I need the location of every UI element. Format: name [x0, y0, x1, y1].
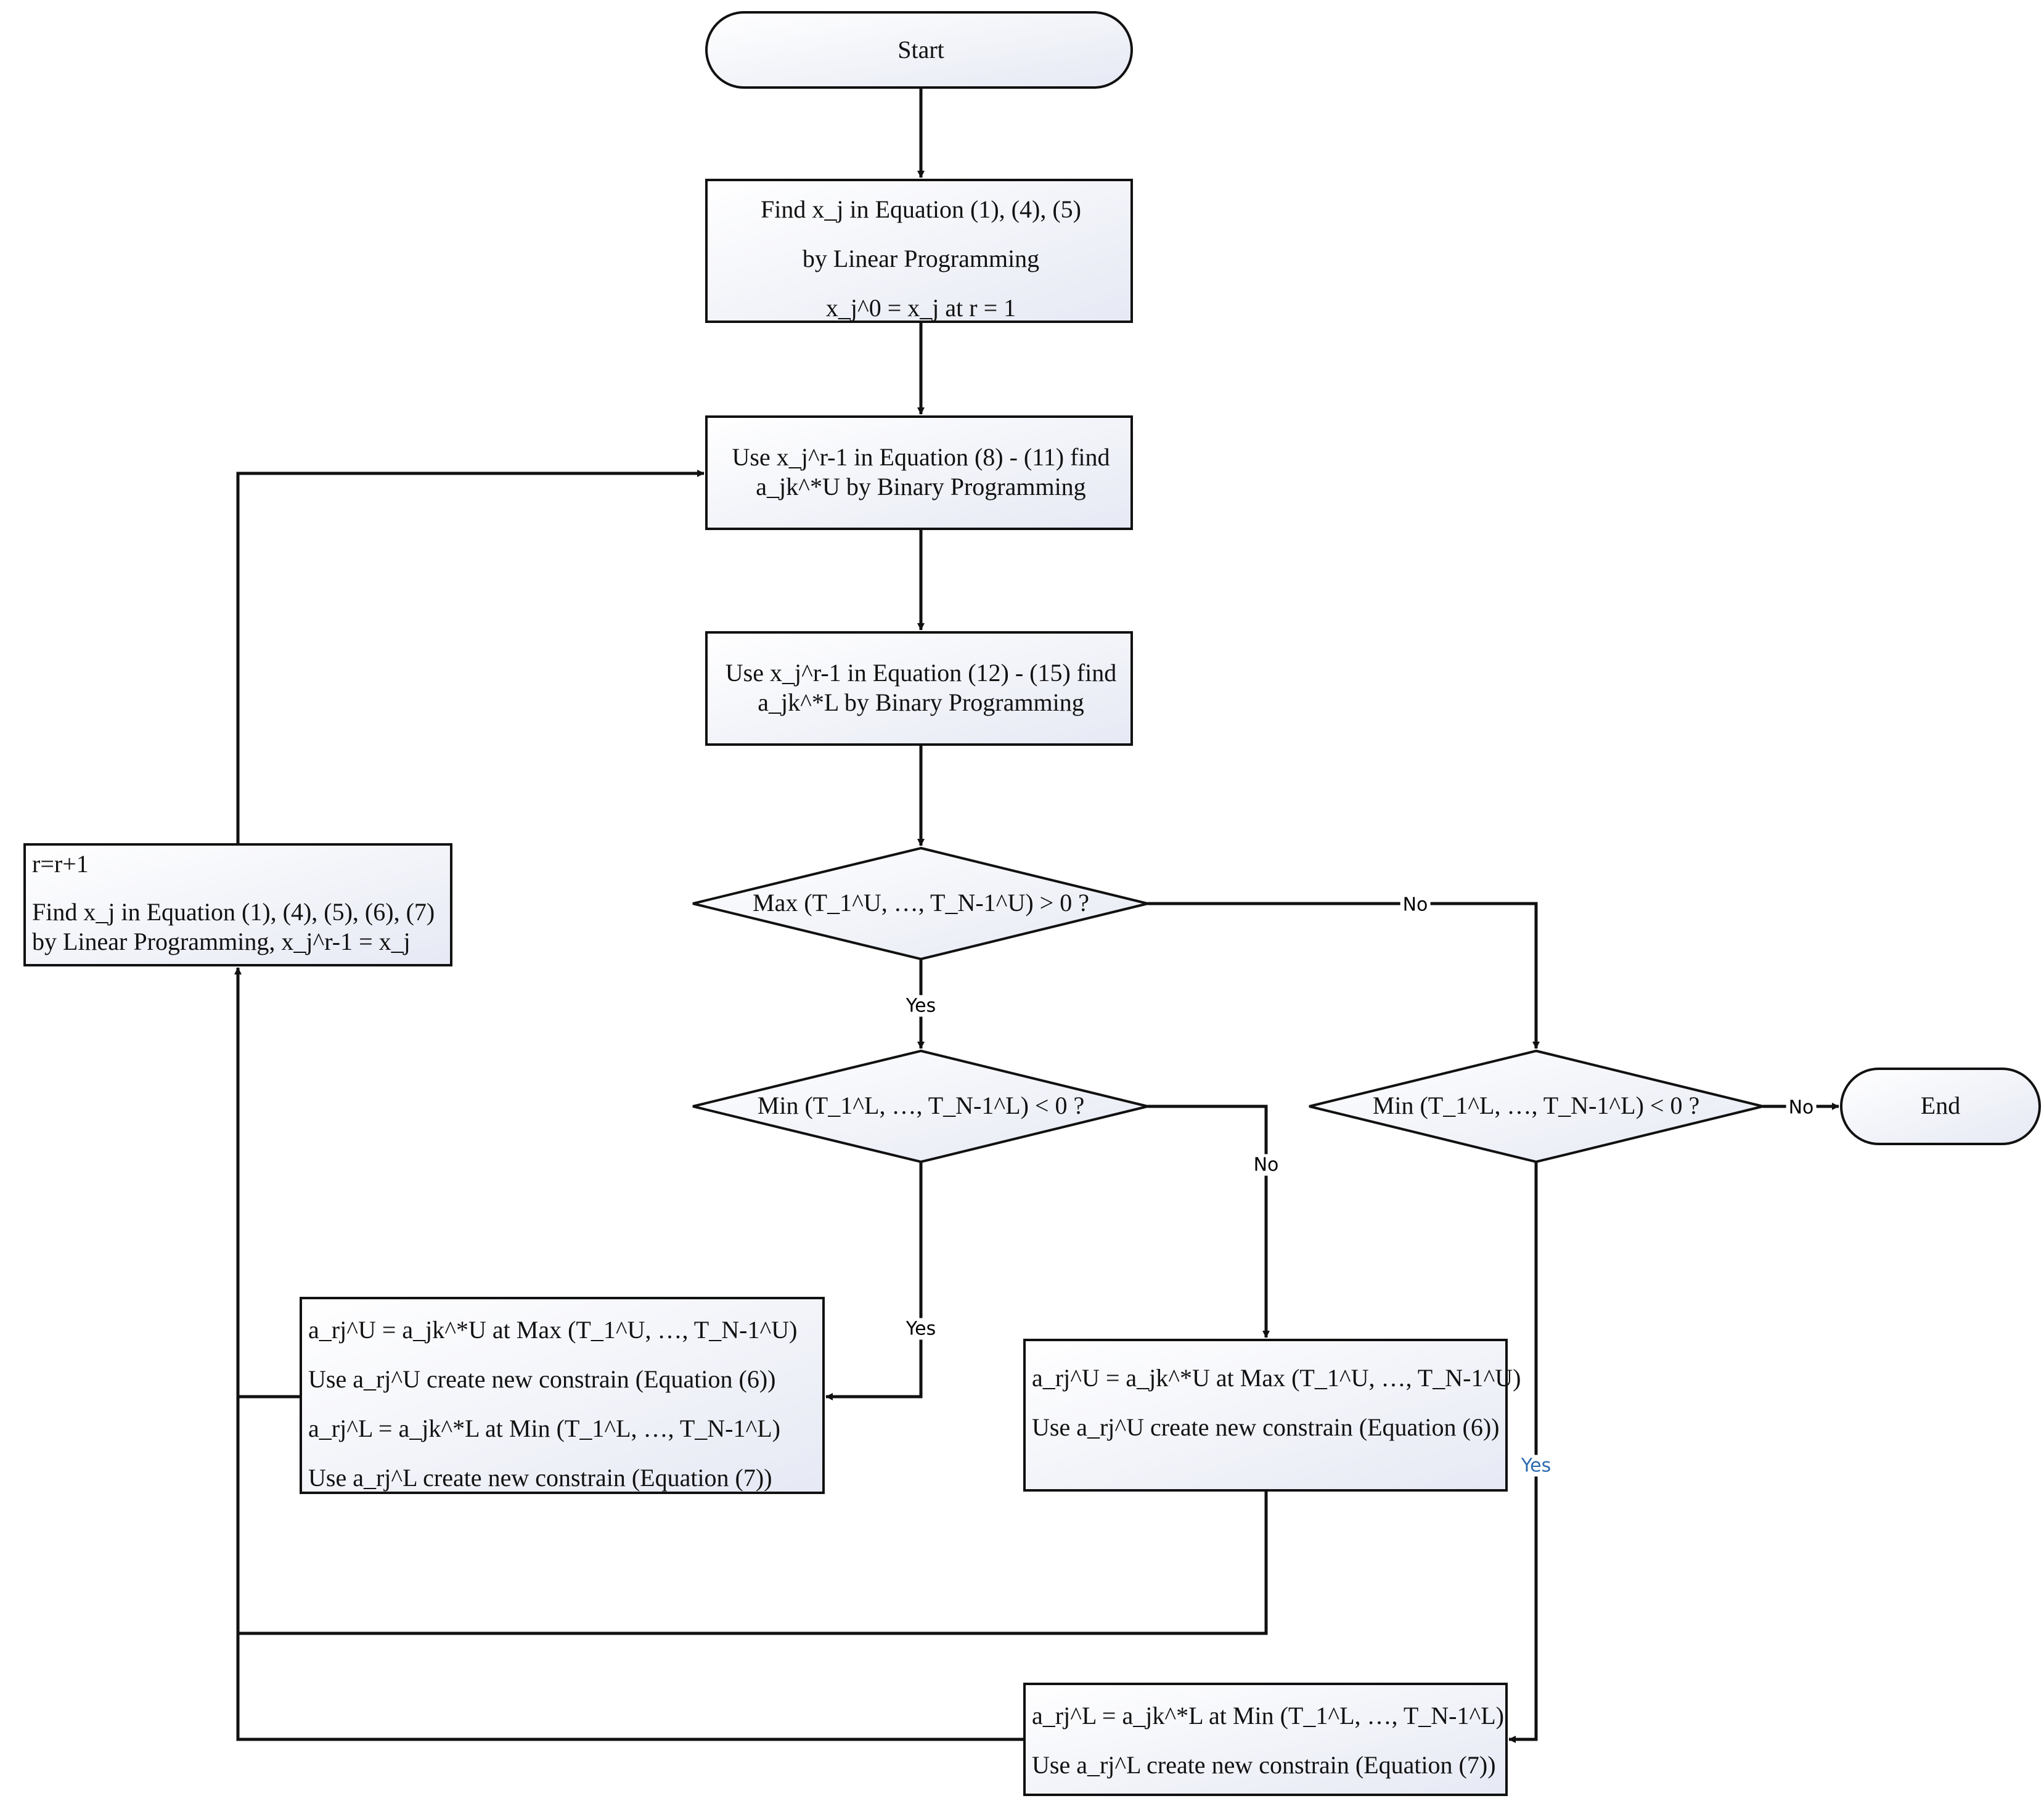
end-terminal	[1840, 1068, 2041, 1145]
use-lower-label: Use x_j^r-1 in Equation (12) - (15) find…	[726, 658, 1117, 717]
update-line-1: r=r+1	[32, 850, 89, 878]
both-line-2: Use a_rj^U create new constrain (Equatio…	[308, 1365, 776, 1393]
edge-label-min-left-yes: Yes	[903, 1318, 939, 1340]
edge-lower-return	[234, 967, 1024, 1741]
edge-min-left-no	[1148, 1105, 1270, 1338]
edge-label-min-right-no: No	[1786, 1097, 1817, 1119]
edge-upper-return	[238, 1490, 1268, 1635]
use-lower-line-1: Use x_j^r-1 in Equation (12) - (15) find	[725, 659, 1117, 687]
edge-label-min-right-yes: Yes	[1518, 1455, 1554, 1477]
find-x-process	[705, 179, 1133, 323]
update-spacer	[32, 879, 435, 897]
end-text: End	[1920, 1092, 1961, 1119]
min-left-decision-label: Min (T_1^L, …, T_N-1^L) < 0 ?	[758, 1091, 1084, 1121]
start-terminal	[705, 11, 1133, 89]
min-right-decision-text: Min (T_1^L, …, T_N-1^L) < 0 ?	[1372, 1092, 1700, 1119]
start-text: Start	[897, 36, 944, 63]
update-line-3: by Linear Programming, x_j^r-1 = x_j	[32, 928, 411, 955]
connectors	[234, 88, 1839, 1743]
start-label: Start	[897, 35, 944, 65]
edge-label-min-left-no: No	[1251, 1154, 1282, 1176]
edge-update-to-use-upper	[236, 470, 705, 844]
find-x-line-2: by Linear Programming	[802, 245, 1040, 272]
use-lower-process	[705, 631, 1133, 746]
both-constraints-process	[300, 1297, 825, 1494]
upper-line-2: Use a_rj^U create new constrain (Equatio…	[1032, 1413, 1500, 1441]
find-x-line-1: Find x_j in Equation (1), (4), (5)	[761, 195, 1081, 223]
use-upper-process	[705, 415, 1133, 530]
max-decision-label: Max (T_1^U, …, T_N-1^U) > 0 ?	[753, 888, 1089, 918]
edge-min-left-yes	[825, 1162, 923, 1400]
upper-constraint-label: a_rj^U = a_jk^*U at Max (T_1^U, …, T_N-1…	[1032, 1354, 1521, 1452]
update-process	[23, 843, 452, 966]
edge-min-right-yes	[1508, 1162, 1538, 1743]
end-label: End	[1921, 1091, 1960, 1121]
min-right-decision-label: Min (T_1^L, …, T_N-1^L) < 0 ?	[1373, 1091, 1699, 1121]
lower-line-1: a_rj^L = a_jk^*L at Min (T_1^L, …, T_N-1…	[1032, 1702, 1504, 1730]
find-x-line-3: x_j^0 = x_j at r = 1	[825, 294, 1016, 322]
both-line-1: a_rj^U = a_jk^*U at Max (T_1^U, …, T_N-1…	[308, 1316, 798, 1344]
edge-label-max-yes: Yes	[903, 995, 939, 1017]
lower-line-2: Use a_rj^L create new constrain (Equatio…	[1032, 1751, 1496, 1779]
min-left-decision-text: Min (T_1^L, …, T_N-1^L) < 0 ?	[757, 1092, 1085, 1119]
use-upper-label: Use x_j^r-1 in Equation (8) - (11) find …	[732, 443, 1110, 502]
lower-constraint-label: a_rj^L = a_jk^*L at Min (T_1^L, …, T_N-1…	[1032, 1691, 1504, 1790]
nodes	[23, 11, 2041, 1796]
both-line-4: Use a_rj^L create new constrain (Equatio…	[308, 1464, 772, 1492]
use-lower-line-2: a_jk^*L by Binary Programming	[758, 688, 1084, 716]
edge-label-max-no: No	[1400, 894, 1431, 916]
upper-constraint-process	[1023, 1339, 1508, 1492]
use-upper-line-1: Use x_j^r-1 in Equation (8) - (11) find	[732, 443, 1110, 471]
find-x-label: Find x_j in Equation (1), (4), (5) by Li…	[761, 185, 1081, 333]
update-label: r=r+1 Find x_j in Equation (1), (4), (5)…	[32, 849, 435, 957]
lower-constraint-process	[1023, 1683, 1508, 1796]
edge-max-no	[1148, 902, 1540, 1049]
both-constraints-label: a_rj^U = a_jk^*U at Max (T_1^U, …, T_N-1…	[308, 1305, 797, 1503]
update-line-2: Find x_j in Equation (1), (4), (5), (6),…	[32, 898, 435, 926]
upper-line-1: a_rj^U = a_jk^*U at Max (T_1^U, …, T_N-1…	[1032, 1364, 1521, 1392]
use-upper-line-2: a_jk^*U by Binary Programming	[756, 473, 1086, 500]
both-line-3: a_rj^L = a_jk^*L at Min (T_1^L, …, T_N-1…	[308, 1415, 780, 1442]
max-decision-text: Max (T_1^U, …, T_N-1^U) > 0 ?	[753, 889, 1089, 917]
